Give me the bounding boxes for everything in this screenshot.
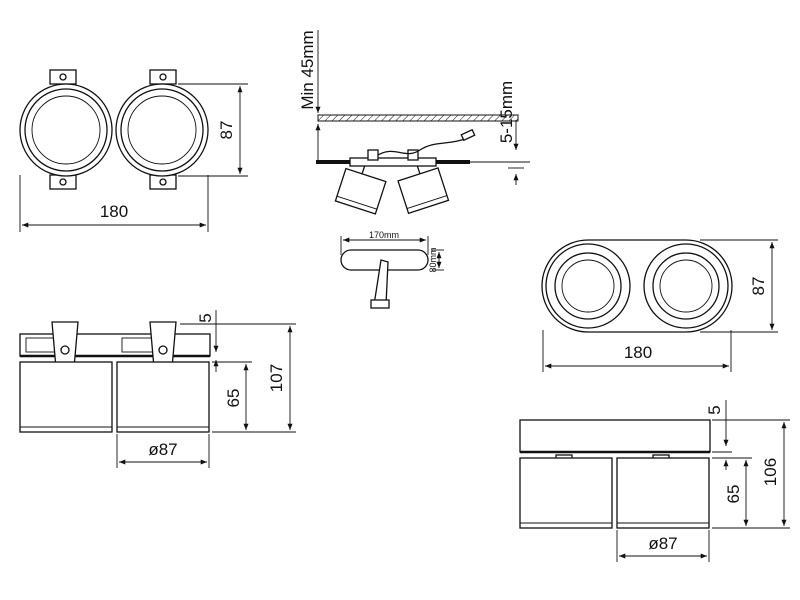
height-label: 87 (749, 277, 768, 296)
width-label: 180 (100, 202, 128, 221)
top-view-recessed: 180 87 (19, 69, 248, 232)
flange-label: 5 (705, 405, 724, 414)
installation-view: Min 45mm 5-15mm (298, 30, 530, 215)
total-height-label: 107 (267, 364, 286, 392)
width-label: 180 (624, 343, 652, 362)
cutout-length-label: 170mm (369, 230, 399, 240)
luminaire-round (19, 83, 209, 177)
top-view-surface: 180 87 (541, 239, 778, 372)
cutout-width-label: 80mm (428, 247, 438, 272)
cutout-view: 170mm 80mm (340, 230, 444, 309)
min-depth-label: Min 45mm (298, 30, 317, 109)
side-view-surface: ø87 5 65 106 (519, 400, 790, 562)
diameter-label: ø87 (648, 534, 677, 553)
head-height-label: 65 (224, 389, 243, 408)
head-height-label: 65 (724, 485, 743, 504)
diameter-label: ø87 (148, 440, 177, 459)
flange-label: 5 (196, 313, 215, 322)
side-view-recessed: ø87 5 65 107 (19, 310, 296, 468)
total-height-label: 106 (761, 458, 780, 486)
height-label: 87 (217, 121, 236, 140)
ceiling-thickness-label: 5-15mm (497, 81, 516, 143)
